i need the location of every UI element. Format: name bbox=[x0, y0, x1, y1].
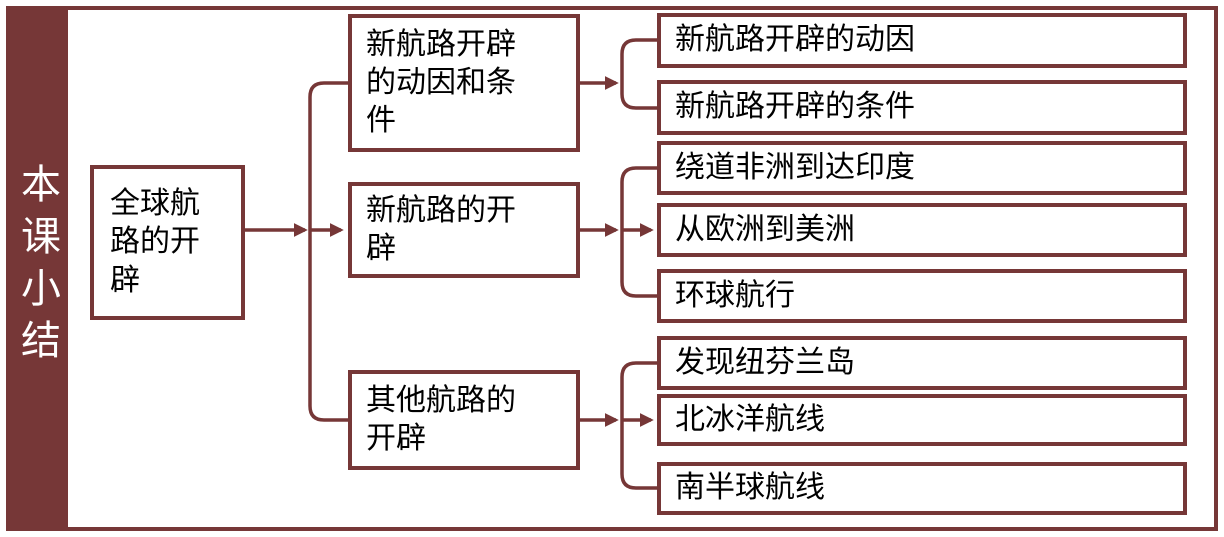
branch-node-label: 其他航路的开辟 bbox=[366, 383, 516, 455]
root-node-label: 全球航路的开辟 bbox=[110, 187, 200, 297]
leaf-node-label: 绕道非洲到达印度 bbox=[675, 150, 915, 184]
root-bracket bbox=[308, 81, 348, 422]
sidebar-title: 本课小结 bbox=[15, 162, 59, 371]
leaf-node-southern-route: 南半球航线 bbox=[657, 462, 1187, 515]
leaf-node-motives: 新航路开辟的动因 bbox=[657, 13, 1187, 68]
branch-node-motives-conditions: 新航路开辟的动因和条件 bbox=[348, 14, 580, 152]
branch-node-other-routes: 其他航路的开辟 bbox=[348, 370, 580, 470]
leaf-node-label: 北冰洋航线 bbox=[675, 402, 825, 436]
leaf-node-label: 新航路开辟的条件 bbox=[675, 90, 915, 124]
leaf-node-label: 新航路开辟的动因 bbox=[675, 23, 915, 57]
leaf-node-label: 环球航行 bbox=[675, 278, 795, 312]
leaf-node-label: 南半球航线 bbox=[675, 471, 825, 505]
leaf-node-label: 从欧洲到美洲 bbox=[675, 212, 855, 246]
leaf-node-label: 发现纽芬兰岛 bbox=[675, 345, 855, 379]
leaf-node-arctic-route: 北冰洋航线 bbox=[657, 394, 1187, 446]
branch1-bracket bbox=[620, 38, 657, 110]
branch-node-label: 新航路的开辟 bbox=[366, 193, 516, 265]
leaf-node-newfoundland: 发现纽芬兰岛 bbox=[657, 336, 1187, 390]
branch2-bracket bbox=[620, 166, 657, 298]
root-node: 全球航路的开辟 bbox=[90, 165, 245, 320]
branch-node-label: 新航路开辟的动因和条件 bbox=[366, 27, 516, 138]
branch-node-new-routes: 新航路的开辟 bbox=[348, 182, 580, 278]
leaf-node-around-africa-india: 绕道非洲到达印度 bbox=[657, 141, 1187, 195]
leaf-node-europe-america: 从欧洲到美洲 bbox=[657, 203, 1187, 257]
leaf-node-circumnavigation: 环球航行 bbox=[657, 269, 1187, 323]
leaf-node-conditions: 新航路开辟的条件 bbox=[657, 80, 1187, 135]
sidebar: 本课小结 bbox=[6, 6, 68, 527]
branch3-bracket bbox=[620, 361, 657, 490]
